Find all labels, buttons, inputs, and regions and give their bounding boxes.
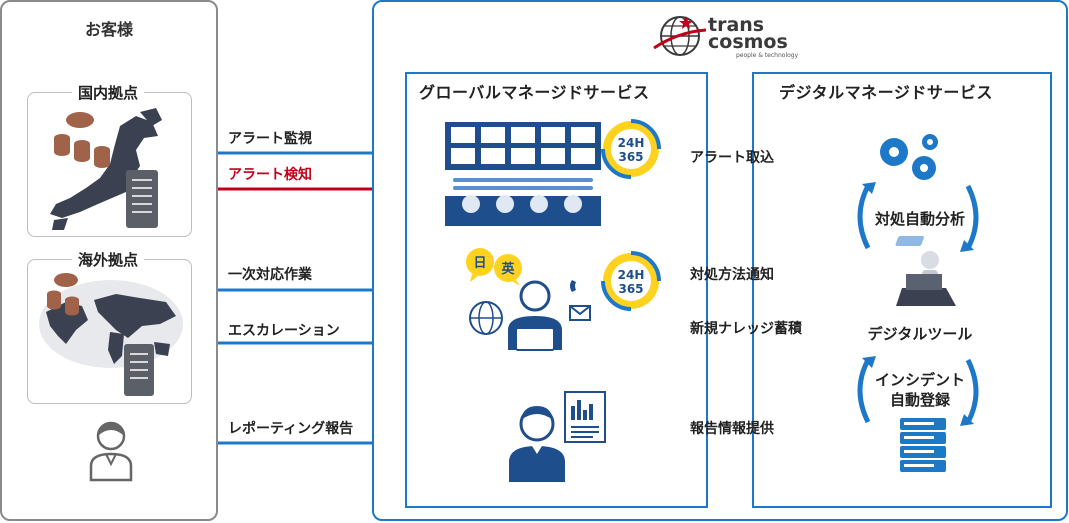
flow-label-reporting: レポーティング報告	[228, 421, 354, 437]
badge-24h-text-2: 24H	[618, 268, 645, 282]
transcosmos-globe-logo-icon	[653, 16, 707, 56]
auto-analysis-label: 対処自動分析	[874, 210, 965, 228]
lang-bubble-ja: 日	[473, 256, 486, 271]
overseas-site-label: 海外拠点	[72, 249, 145, 270]
customer-title: お客様	[85, 20, 134, 39]
incident-label-line1: インシデント	[874, 371, 965, 389]
incident-label-line2: 自動登録	[889, 391, 950, 409]
logo-text-line1: trans	[708, 14, 765, 36]
incident-register-cycle-icon	[857, 356, 979, 426]
monitoring-center-icon	[445, 122, 601, 226]
incident-auto-register-label: インシデント 自動登録	[870, 370, 970, 410]
japan-map-icon	[50, 108, 162, 230]
flow-label-escalation: エスカレーション	[228, 323, 340, 339]
logo-tagline: people & technology	[736, 52, 799, 59]
customer-user-icon	[89, 421, 133, 482]
flow-label-first-response: 一次対応作業	[228, 267, 312, 283]
flow-label-alert-detect: アラート検知	[228, 167, 312, 183]
gears-icon	[880, 134, 938, 180]
flow-label-report-provide: 報告情報提供	[690, 421, 774, 437]
badge-365-text: 365	[618, 150, 643, 164]
operator-multilingual-icon: 日 英	[466, 248, 591, 351]
logo-text-line2: cosmos	[708, 31, 788, 53]
badge-24h-365-icon: 24H 365	[601, 119, 661, 179]
world-map-icon	[39, 273, 183, 396]
flow-label-knowledge: 新規ナレッジ蓄積	[690, 321, 802, 337]
auto-analysis-cycle-icon	[857, 182, 979, 252]
robot-laptop-icon	[895, 236, 956, 306]
global-service-title: グローバルマネージドサービス	[419, 83, 650, 102]
flow-label-response-notice: 対処方法通知	[690, 267, 774, 283]
badge-24h-365-icon-2: 24H 365	[601, 251, 661, 311]
flow-label-alert-monitor: アラート監視	[228, 131, 312, 147]
domestic-site-label: 国内拠点	[72, 82, 145, 103]
database-stack-icon	[900, 418, 946, 472]
digital-tool-label: デジタルツール	[867, 325, 973, 343]
digital-service-title: デジタルマネージドサービス	[779, 83, 993, 102]
badge-365-text-2: 365	[618, 282, 643, 296]
reporter-icon	[509, 391, 606, 482]
flow-label-alert-import: アラート取込	[690, 150, 774, 166]
lang-bubble-en: 英	[500, 261, 515, 277]
badge-24h-text: 24H	[618, 136, 645, 150]
